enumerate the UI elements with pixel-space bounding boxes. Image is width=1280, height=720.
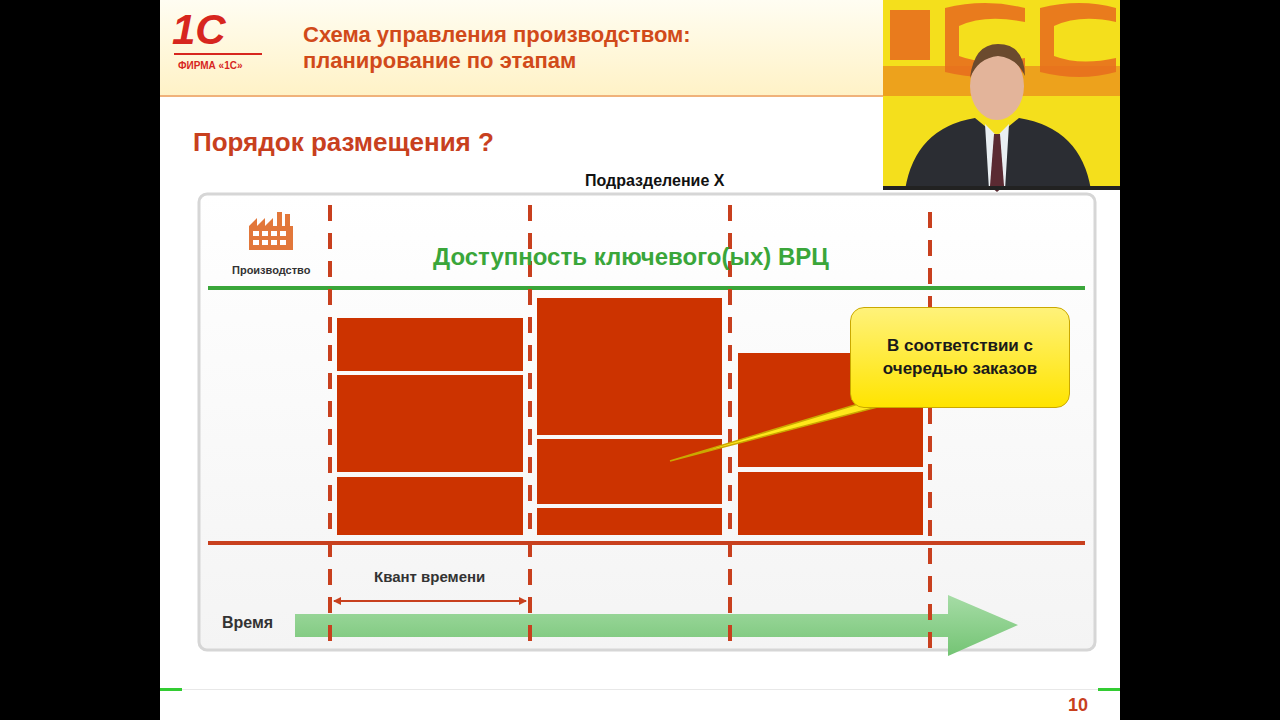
factory-icon-part-part [271,231,277,236]
logo-caption: ФИРМА «1С» [178,60,243,71]
factory-icon-part-part [253,240,259,245]
video-inset-part [890,10,930,60]
factory-icon-part-part [262,240,268,245]
capacity-label: Доступность ключевого(ых) ВРЦ [433,243,829,271]
order-blocks-part [537,298,722,435]
factory-icon-part [277,212,282,228]
header-rule [160,95,883,97]
slide-ground [160,0,1120,720]
factory-icon-part-part [262,231,268,236]
diagram-panel [199,194,1095,650]
factory-icon-part [249,218,273,226]
slide-subtitle: Порядок размещения ? [193,127,494,158]
factory-icon-part [253,231,286,245]
video-inset-part [970,44,1025,78]
slice-dashes-part [728,205,732,642]
page-number: 10 [1068,695,1088,716]
slice-dashes-part [528,205,532,642]
order-blocks-part [738,472,923,535]
video-inset-part [1040,3,1116,77]
factory-icon-part-part [280,231,286,236]
logo-mark: 1С [172,6,226,54]
slide-title: Схема управления производством: планиров… [303,22,773,75]
base-line [208,541,1085,545]
footer-mark [1098,688,1120,691]
capacity-line [208,286,1085,290]
order-blocks-part [337,318,523,371]
header-band [160,0,883,96]
quantum-dimension [334,600,526,602]
video-inset-part [883,186,1120,190]
factory-icon-part-part [271,240,277,245]
order-blocks-part [537,508,722,535]
order-blocks [337,298,923,535]
callout-box: В соответствии с очередью заказов [850,307,1070,408]
slice-dashes-part [328,205,332,642]
quantum-label: Квант времени [374,568,485,585]
callout-text: В соответствии с очередью заказов [865,335,1055,379]
order-blocks-part [337,477,523,535]
icon-caption: Производство [232,264,310,276]
order-blocks-part [537,439,722,504]
footer-mark [160,688,182,691]
slice-dashes-part [928,212,932,652]
logo-stroke [174,53,262,55]
slice-dashes [330,205,930,652]
time-label: Время [222,614,273,632]
unit-name: Подразделение Х [585,172,724,190]
factory-icon-part [285,214,290,228]
factory-icon-part-part [253,231,259,236]
time-arrow [295,595,1018,656]
factory-icon-part [249,226,293,250]
factory-icon [249,212,293,250]
video-inset [883,0,1120,192]
video-inset-part [990,134,1004,192]
factory-icon-part-part [280,240,286,245]
footer-rule [160,689,1120,690]
order-blocks-part [337,375,523,472]
